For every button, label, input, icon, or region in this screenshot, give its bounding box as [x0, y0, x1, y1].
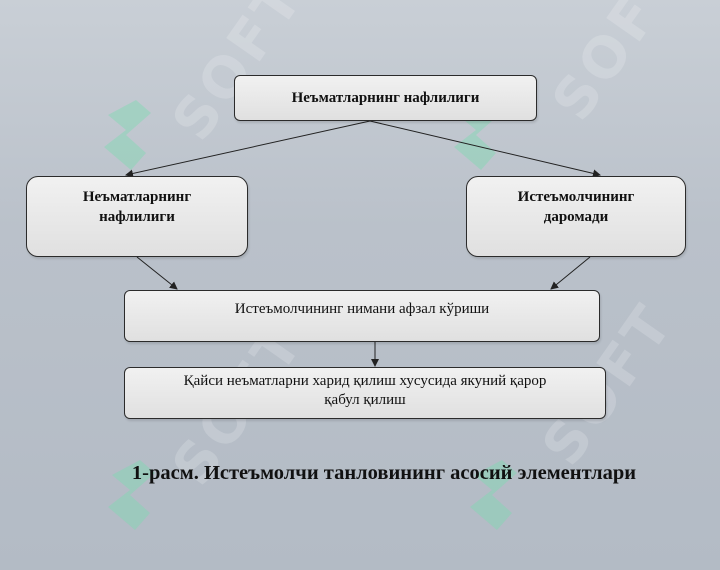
- node-consumer-preference: Истеъмолчининг нимани афзал кўриши: [124, 290, 600, 342]
- node-goods-utility-top: Неъматларнинг нафлилиги: [234, 75, 537, 121]
- arrow-right-to-middle: [550, 256, 591, 290]
- node-label: Қайси неъматларни харид қилиш хусусида я…: [183, 373, 547, 408]
- arrow-top-to-left: [125, 120, 371, 178]
- node-goods-utility-left: Неъматларнинг нафлилиги: [26, 176, 248, 257]
- arrow-top-to-right: [369, 120, 601, 178]
- node-label: Неъматларнинг нафлилиги: [82, 189, 192, 225]
- arrow-left-to-middle: [136, 256, 178, 290]
- node-label: Истеъмолчининг нимани афзал кўриши: [234, 301, 490, 317]
- node-label: Неъматларнинг нафлилиги: [291, 90, 480, 106]
- node-consumer-income: Истеъмолчининг даромади: [466, 176, 686, 257]
- figure-caption: 1-расм. Истеъмолчи танловининг асосий эл…: [131, 462, 637, 484]
- node-final-purchase-decision: Қайси неъматларни харид қилиш хусусида я…: [124, 367, 606, 419]
- node-label: Истеъмолчининг даромади: [517, 189, 635, 225]
